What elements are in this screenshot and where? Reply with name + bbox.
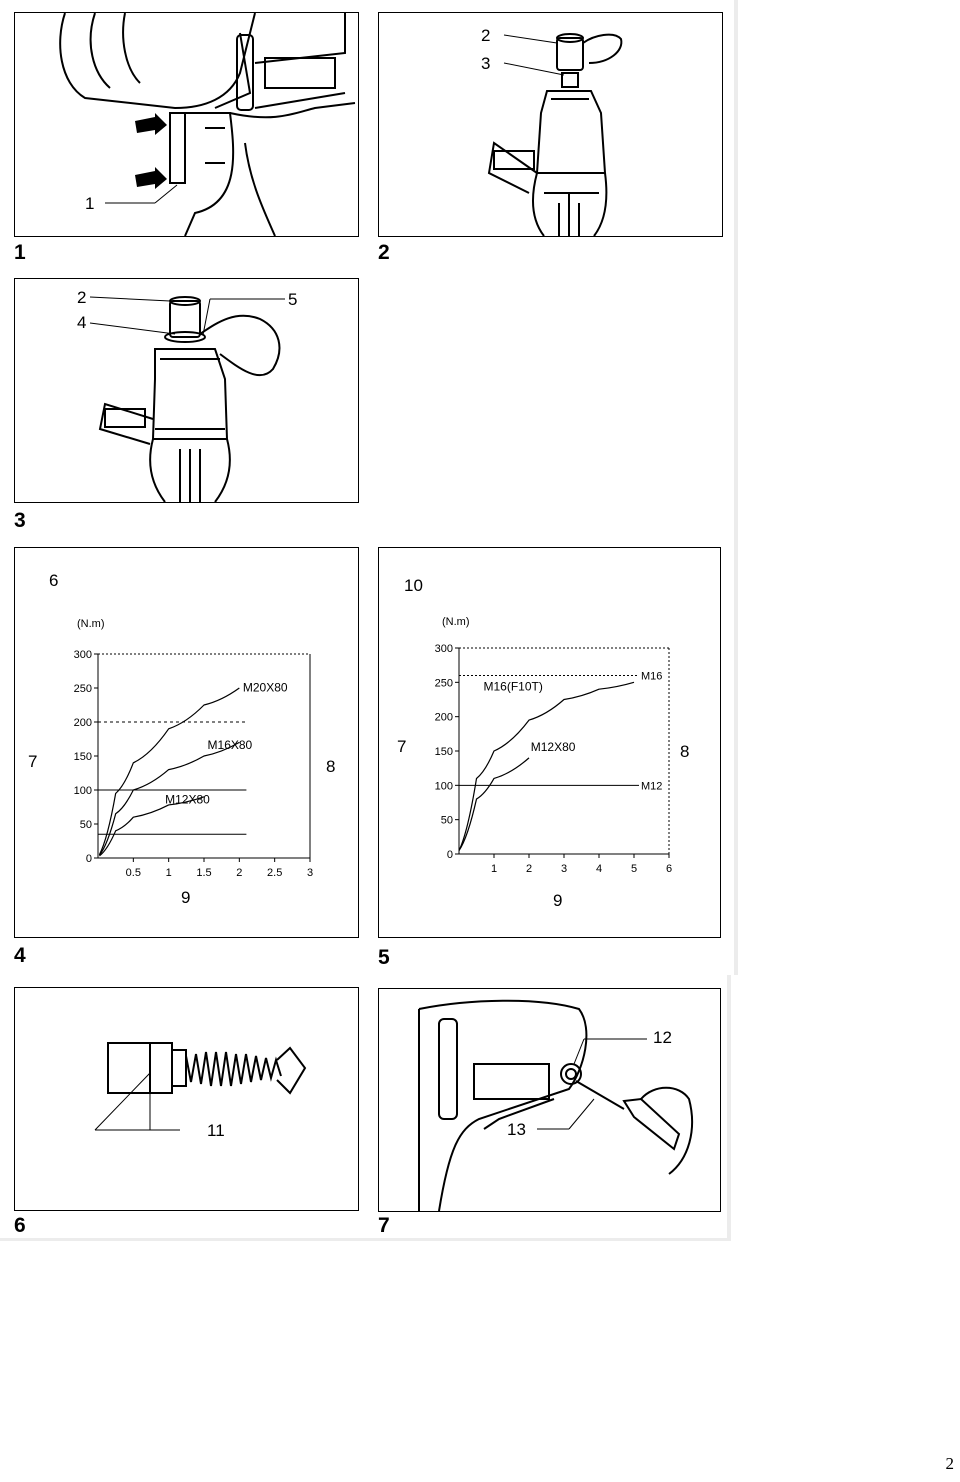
x-tick-label: 2.5 xyxy=(267,867,282,879)
y-tick-label: 100 xyxy=(74,785,92,797)
y-tick-label: 250 xyxy=(74,683,92,695)
figure-6-panel: 11 xyxy=(14,987,359,1211)
callout-12: 12 xyxy=(653,1028,672,1047)
callout-7b: 7 xyxy=(397,737,407,756)
callout-3: 3 xyxy=(481,54,491,73)
callout-9: 9 xyxy=(181,888,191,907)
figure-1-panel: 1 xyxy=(14,12,359,237)
figure-number-5: 5 xyxy=(378,946,390,969)
callout-13: 13 xyxy=(507,1120,526,1139)
figure-7-panel: 12 13 xyxy=(378,988,721,1212)
x-tick-label: 0.5 xyxy=(126,867,141,879)
callout-10: 10 xyxy=(404,576,423,595)
series-line-0 xyxy=(98,687,240,855)
figure-number-1: 1 xyxy=(14,241,26,264)
callout-2: 2 xyxy=(481,26,491,45)
y-tick-label: 150 xyxy=(435,746,453,758)
y-tick-label: 50 xyxy=(80,819,92,831)
x-tick-label: 2 xyxy=(236,867,242,879)
callout-8: 8 xyxy=(326,757,336,776)
x-tick-label: 1 xyxy=(166,867,172,879)
figure-number-7: 7 xyxy=(378,1214,390,1237)
callout-1: 1 xyxy=(85,194,95,213)
brush-holder-cap-illustration xyxy=(418,999,693,1211)
x-tick-label: 1.5 xyxy=(196,867,211,879)
chart1-unit-label: (N.m) xyxy=(77,618,105,630)
page-number: 2 xyxy=(945,1454,955,1473)
x-tick-label: 6 xyxy=(666,863,672,875)
y-tick-label: 50 xyxy=(441,815,453,827)
x-tick-label: 5 xyxy=(631,863,637,875)
x-tick-label: 3 xyxy=(307,867,313,879)
x-tick-label: 2 xyxy=(526,863,532,875)
y-tick-label: 200 xyxy=(74,717,92,729)
reference-line-label: M16 xyxy=(641,670,662,682)
sheet-edge-lower xyxy=(727,975,731,1240)
callout-5: 5 xyxy=(288,290,298,309)
y-tick-label: 0 xyxy=(447,849,453,861)
figure-3-panel: 2 4 5 xyxy=(14,278,359,503)
callout-2b: 2 xyxy=(77,288,87,307)
y-tick-label: 0 xyxy=(86,853,92,865)
callout-8b: 8 xyxy=(680,742,690,761)
callout-7: 7 xyxy=(28,752,38,771)
socket-installation-illustration xyxy=(487,33,623,236)
figure-number-2: 2 xyxy=(378,241,390,264)
y-tick-label: 300 xyxy=(435,643,453,655)
series-line-1 xyxy=(98,741,240,856)
y-tick-label: 300 xyxy=(74,649,92,661)
figure-number-6: 6 xyxy=(14,1214,26,1237)
callout-6: 6 xyxy=(49,571,59,590)
figure-2-panel: 2 3 xyxy=(378,12,723,237)
series-line-0 xyxy=(458,681,635,851)
series-label-1: M12X80 xyxy=(531,740,576,754)
chart2-unit-label: (N.m) xyxy=(442,616,470,628)
y-tick-label: 150 xyxy=(74,751,92,763)
callout-9b: 9 xyxy=(553,891,563,910)
carbon-brush-illustration xyxy=(94,1042,307,1131)
series-label-0: M20X80 xyxy=(243,680,288,694)
x-tick-label: 3 xyxy=(561,863,567,875)
x-tick-label: 4 xyxy=(596,863,602,875)
series-label-1: M16X80 xyxy=(208,738,253,752)
x-tick-label: 1 xyxy=(491,863,497,875)
series-line-2 xyxy=(99,796,205,857)
callout-11: 11 xyxy=(207,1121,225,1140)
torque-chart-1: 0 50 100 150 200 250 300 0.5 1 1.5 2 2.5 3 M20X80M16X… xyxy=(74,649,313,879)
y-tick-label: 200 xyxy=(435,712,453,724)
figure-number-4: 4 xyxy=(14,944,26,967)
drill-reversing-switch-illustration xyxy=(59,13,356,236)
reference-line-label: M12 xyxy=(641,780,662,792)
figure-number-3: 3 xyxy=(14,509,26,532)
socket-ring-pin-illustration xyxy=(89,296,285,502)
series-label-2: M12X80 xyxy=(165,793,210,807)
sheet-edge-right xyxy=(734,0,738,975)
series-label-0: M16(F10T) xyxy=(484,680,543,694)
series-line-1 xyxy=(458,757,530,851)
y-tick-label: 100 xyxy=(435,780,453,792)
y-tick-label: 250 xyxy=(435,677,453,689)
sheet-edge-bottom xyxy=(0,1238,731,1241)
callout-4: 4 xyxy=(77,313,87,332)
